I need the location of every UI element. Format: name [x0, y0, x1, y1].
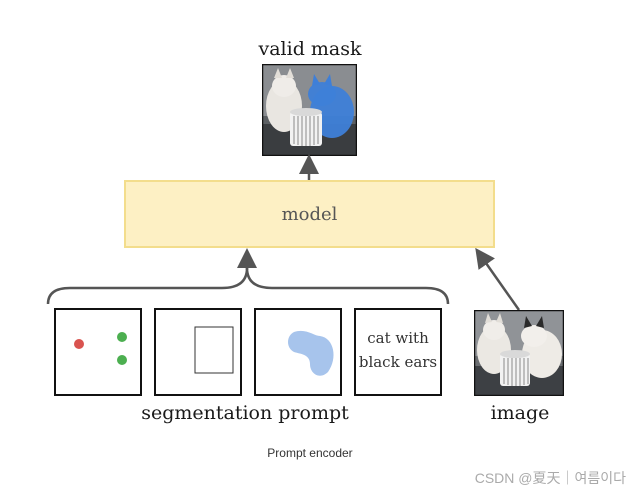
box-prompt-box — [154, 308, 242, 396]
mask-blob — [288, 330, 334, 376]
image-label: image — [490, 402, 550, 424]
text-prompt-line2: black ears — [358, 353, 438, 371]
output-mask-image — [262, 64, 357, 156]
model-label: model — [281, 203, 338, 225]
prompt-brace — [46, 267, 450, 305]
watermark: CSDN @夏天｜여름이다 — [474, 470, 626, 486]
point-prompt-box — [54, 308, 142, 396]
figure-caption: Prompt encoder — [267, 446, 353, 460]
input-image — [474, 310, 564, 396]
text-prompt-line1: cat with — [367, 329, 429, 347]
point-red — [74, 339, 84, 349]
point-green-1 — [117, 332, 127, 342]
output-title: valid mask — [258, 38, 362, 60]
mask-prompt-box — [254, 308, 342, 396]
model-box: model — [124, 180, 495, 248]
text-prompt-box: cat with black ears — [354, 308, 442, 396]
point-green-2 — [117, 355, 127, 365]
bounding-box-shape — [194, 326, 234, 374]
arrow-image-to-model — [475, 247, 521, 311]
segmentation-prompt-label: segmentation prompt — [141, 402, 349, 424]
